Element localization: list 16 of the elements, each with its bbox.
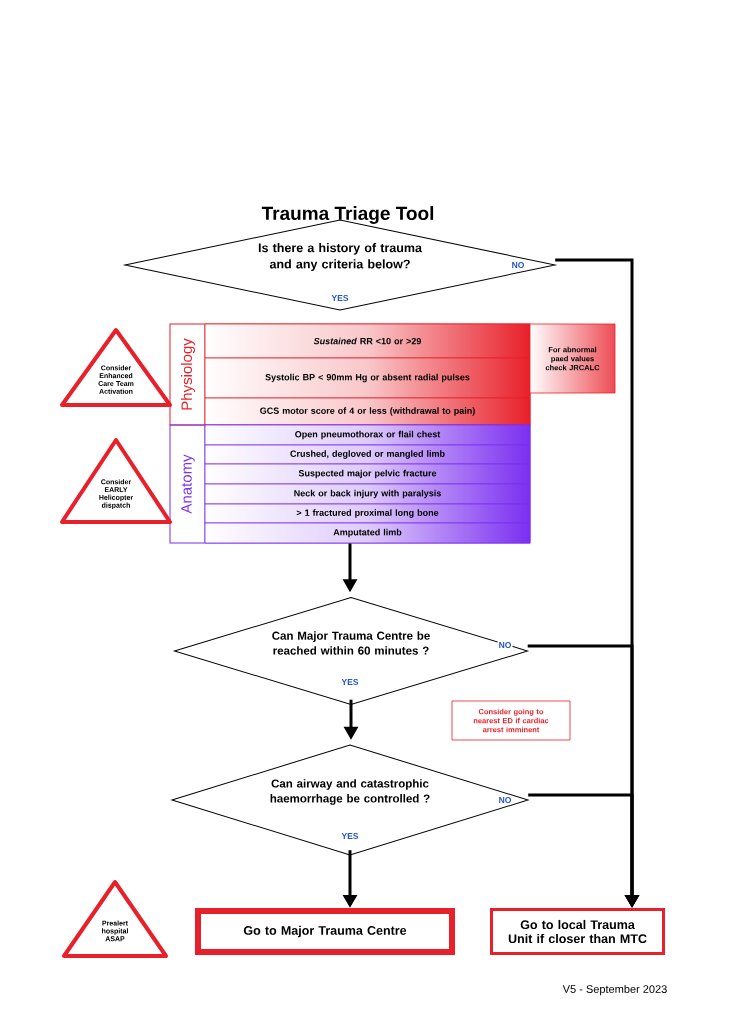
section-label: Anatomy: [181, 454, 195, 514]
outcome-box: Go to Major Trauma Centre: [195, 908, 455, 955]
criteria-row: Amputated limb: [204, 522, 531, 544]
criteria-row: Open pneumothorax or flail chest: [204, 424, 531, 446]
criteria-row: Suspected major pelvic fracture: [204, 463, 531, 485]
outcome-box: Go to local Trauma Unit if closer than MTC: [490, 908, 665, 955]
section-label: Physiology: [181, 338, 195, 410]
version-note: V5 - September 2023: [562, 984, 667, 996]
edge-label: NO: [497, 796, 513, 804]
edge-label: NO: [497, 641, 513, 649]
answer-label: YES: [330, 294, 350, 302]
criteria-row: GCS motor score of 4 or less (withdrawal to pain): [204, 397, 531, 426]
criteria-row: Neck or back injury with paralysis: [204, 483, 531, 505]
edge-label: YES: [340, 678, 360, 686]
edge-label: YES: [340, 832, 360, 840]
edge-label: NO: [510, 261, 526, 269]
